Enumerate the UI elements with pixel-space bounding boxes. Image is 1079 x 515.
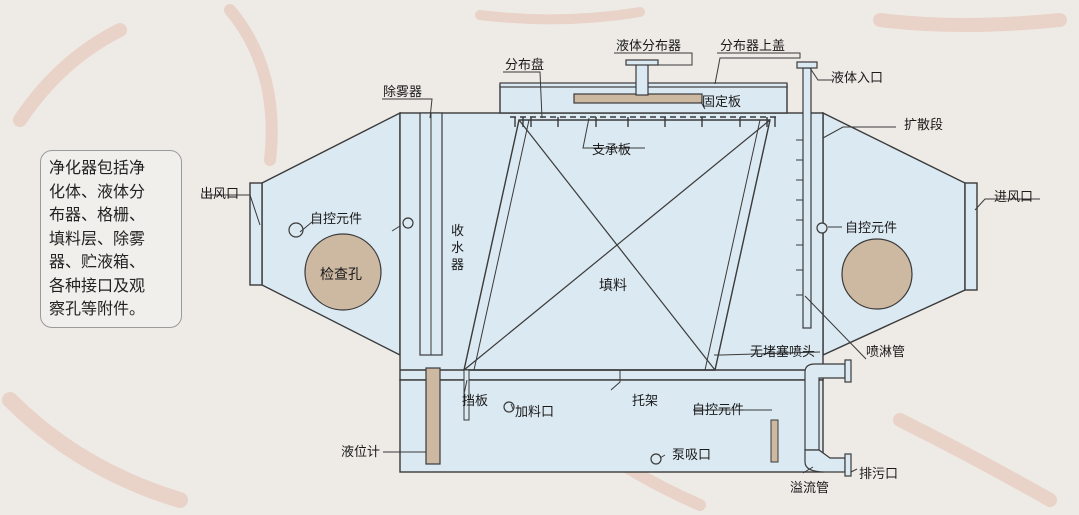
- label-drain-port: 排污口: [859, 467, 898, 482]
- label-diffuser: 扩散段: [904, 118, 943, 133]
- distributor-pipe-flange: [625, 59, 659, 66]
- baffle: [463, 369, 470, 421]
- inlet-window: [841, 238, 913, 310]
- note-line-3: 布器、格栅、: [49, 205, 146, 224]
- label-air-outlet: 出风口: [200, 187, 239, 202]
- label-demister: 除雾器: [383, 85, 422, 100]
- liquid-inlet-pipe: [802, 67, 812, 329]
- label-level-gauge: 液位计: [341, 445, 380, 460]
- label-feed-port: 加料口: [515, 405, 554, 420]
- auto-control-right-marker: [816, 222, 828, 234]
- label-inspection-hole: 检查孔: [320, 267, 362, 283]
- label-pump-suction: 泵吸口: [672, 448, 711, 463]
- label-water-collector-1: 收: [451, 224, 464, 239]
- label-bracket: 托架: [632, 394, 658, 409]
- label-distributor-cover: 分布器上盖: [720, 39, 785, 54]
- label-auto-control-tank: 自控元件: [692, 403, 744, 418]
- spray-nozzle-ticks: [796, 139, 803, 296]
- label-fixing-plate: 固定板: [702, 95, 741, 110]
- distributor-pipe: [635, 62, 649, 96]
- tank-auto-control: [770, 419, 779, 463]
- scrubber-body: [399, 112, 824, 381]
- overflow-pipe: [804, 449, 846, 473]
- note-line-1: 净化器包括净: [49, 158, 146, 177]
- label-spray-pipe: 喷淋管: [866, 345, 905, 360]
- outlet-transition: [261, 111, 401, 357]
- tray-nozzles: [514, 117, 776, 127]
- inlet-flange: [964, 182, 978, 291]
- packing-side-left-inner: [473, 119, 530, 371]
- label-overflow-pipe: 溢流管: [790, 481, 829, 496]
- label-liquid-inlet: 液体入口: [831, 71, 883, 86]
- note-line-4: 填料层、除雾: [49, 228, 146, 248]
- note-line-7: 察孔等附件。: [49, 299, 146, 318]
- description-note: 净化器包括净 化体、液体分 布器、格栅、 填料层、除雾 器、贮液箱、 各种接口及…: [40, 150, 182, 328]
- auto-control-left-marker-2: [402, 217, 414, 229]
- label-baffle: 挡板: [462, 394, 488, 409]
- note-line-5: 器、贮液箱、: [49, 252, 146, 271]
- liquid-inlet-flange: [796, 61, 818, 69]
- spray-pipe-flange: [844, 359, 852, 383]
- label-distribution-tray: 分布盘: [505, 57, 544, 73]
- pump-suction-marker: [650, 453, 662, 465]
- inspection-hole: [304, 233, 382, 311]
- storage-tank: [399, 379, 824, 473]
- outlet-flange: [249, 182, 263, 286]
- packing-diag-2: [463, 119, 771, 371]
- label-air-inlet: 进风口: [994, 190, 1033, 205]
- label-auto-control-left: 自控元件: [310, 212, 362, 227]
- label-support-plate: 支承板: [592, 143, 631, 158]
- spray-pipe: [804, 363, 846, 451]
- packing-side-right-inner: [704, 119, 761, 371]
- auto-control-left-marker: [288, 222, 304, 238]
- label-water-collector-2: 水: [451, 241, 464, 256]
- label-packing: 填料: [599, 278, 627, 294]
- leader-lines: [205, 52, 1040, 474]
- label-liquid-distributor: 液体分布器: [616, 39, 681, 54]
- note-line-2: 化体、液体分: [49, 181, 146, 201]
- label-non-clog-nozzle: 无堵塞喷头: [750, 344, 815, 360]
- label-water-collector-3: 器: [451, 258, 464, 273]
- level-gauge: [425, 367, 441, 465]
- label-auto-control-right: 自控元件: [845, 221, 897, 236]
- note-line-6: 各种接口及观: [49, 275, 146, 295]
- drain-flange: [844, 453, 852, 477]
